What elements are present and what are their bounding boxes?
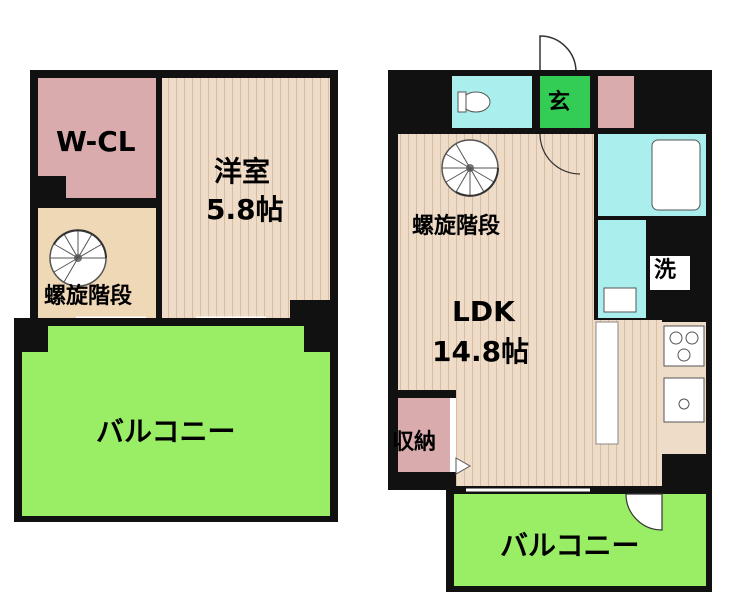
lower-balcony-floor <box>454 494 706 586</box>
ldk-size: 14.8帖 <box>432 335 530 368</box>
spiral-stairs-icon <box>441 139 499 197</box>
upper-corner-block <box>290 300 330 318</box>
washroom-label: 洗 <box>654 258 677 283</box>
kitchen-counter <box>595 321 619 445</box>
entrance-label: 玄 <box>548 90 571 115</box>
lower-floor <box>388 35 712 592</box>
entrance-floor <box>540 76 590 128</box>
storage-door <box>450 398 456 472</box>
sink-drain-icon <box>678 398 690 410</box>
upper-balcony-label: バルコニー <box>96 415 236 448</box>
ldk-label: LDK <box>452 295 515 328</box>
ldk-door-swing <box>539 133 581 175</box>
upper-balcony-inner <box>48 350 304 516</box>
burner-icon <box>669 331 683 345</box>
entrance-door-swing <box>539 35 577 73</box>
stove-icon <box>663 325 705 367</box>
sink-icon <box>663 377 705 423</box>
walk-in-closet-label: W-CL <box>56 125 136 158</box>
upper-floor <box>14 70 338 522</box>
storage-floor <box>398 398 450 472</box>
storage-door-arrow <box>455 457 472 475</box>
lower-balcony-label: バルコニー <box>500 529 640 562</box>
bathtub-icon <box>651 139 701 211</box>
walk-in-closet-floor <box>38 78 156 198</box>
upper-balcony-post <box>14 318 48 352</box>
western-room-floor <box>162 78 330 318</box>
washroom-label-bg <box>650 256 690 290</box>
western-room-label: 洋室 <box>214 155 271 188</box>
lower-spiral-stairs-label: 螺旋階段 <box>412 214 501 239</box>
washbasin-icon <box>603 287 637 313</box>
burner-icon <box>685 331 699 345</box>
burner-icon <box>677 348 691 362</box>
balcony-door-swing <box>625 493 663 531</box>
entrance-step <box>598 76 634 128</box>
upper-spiral-stairs-label: 螺旋階段 <box>44 284 133 309</box>
storage-label: 収納 <box>392 430 437 455</box>
upper-balcony-post <box>304 318 338 352</box>
toilet-tank-icon <box>457 91 467 113</box>
spiral-stairs-icon <box>49 229 107 287</box>
ldk-floor-lower <box>456 320 662 486</box>
western-room-size: 5.8帖 <box>206 193 284 226</box>
